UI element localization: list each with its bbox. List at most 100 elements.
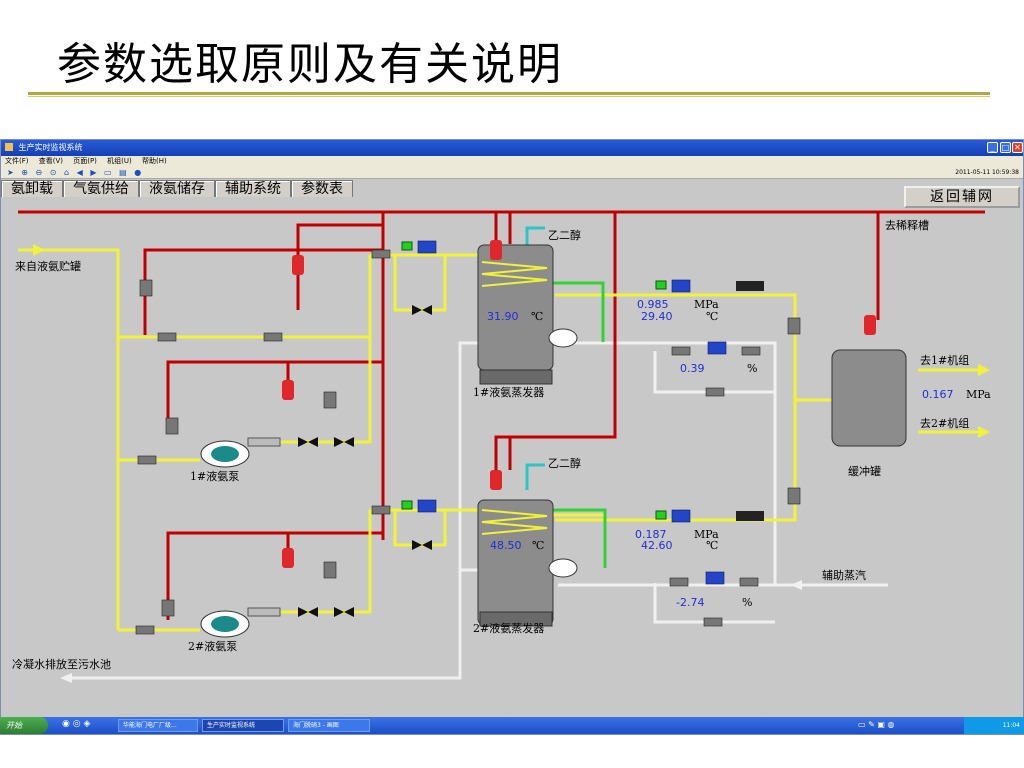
control-valve-6[interactable] bbox=[705, 571, 725, 585]
tab-gas-ammonia-supply[interactable]: 气氨供给 bbox=[63, 180, 139, 197]
home-icon[interactable]: ⌂ bbox=[64, 168, 70, 177]
menu-unit[interactable]: 机组(U) bbox=[107, 157, 132, 165]
print-icon[interactable]: ▤ bbox=[119, 168, 127, 177]
tab-parameter-table[interactable]: 参数表 bbox=[291, 180, 353, 197]
safety-valve-4[interactable] bbox=[490, 240, 502, 260]
quick-launch-browser-icon[interactable]: ◎ bbox=[72, 719, 81, 729]
system-clock: 11:04 bbox=[964, 717, 1024, 734]
start-button[interactable]: 开始 bbox=[0, 717, 48, 734]
title-divider bbox=[28, 92, 990, 95]
check-valve-3[interactable] bbox=[298, 437, 318, 447]
check-valve-4[interactable] bbox=[334, 437, 354, 447]
tab-strip: 氨卸载 气氨供给 液氨储存 辅助系统 参数表 bbox=[1, 180, 353, 198]
manual-valve-18[interactable] bbox=[739, 577, 759, 587]
control-valves bbox=[417, 240, 727, 585]
evaporator-1-body bbox=[477, 244, 554, 371]
safety-valve-5[interactable] bbox=[490, 470, 502, 490]
menu-bar: 文件(F) 查看(V) 页面(P) 机组(U) 帮助(H) bbox=[1, 156, 1023, 167]
evaporator-2-base bbox=[479, 611, 553, 627]
evaporator-1[interactable] bbox=[477, 244, 578, 385]
quick-launch-app-icon[interactable]: ◉ bbox=[62, 719, 70, 729]
pump-2-rotor bbox=[211, 616, 239, 632]
manual-valve-16[interactable] bbox=[705, 387, 725, 397]
manual-valve-3[interactable] bbox=[263, 332, 283, 342]
evaporator-2[interactable] bbox=[477, 499, 578, 627]
pump-2-motor bbox=[247, 607, 281, 617]
safety-valves bbox=[282, 240, 876, 568]
forward-icon[interactable]: ▶ bbox=[90, 168, 97, 177]
taskbar-item-paint[interactable]: 海门脱硝3 - 画图 bbox=[288, 719, 370, 732]
taskbar: 开始 ◉ ◎ ◈ 华能海门电厂厂级... 生产实时监视系统 海门脱硝3 - 画图… bbox=[0, 717, 1024, 734]
buffer-tank[interactable] bbox=[831, 349, 907, 447]
quick-launch: ◉ ◎ ◈ bbox=[62, 719, 90, 729]
menu-help[interactable]: 帮助(H) bbox=[141, 157, 167, 165]
menu-view[interactable]: 查看(V) bbox=[38, 157, 63, 165]
evaporator-1-base bbox=[479, 369, 553, 385]
check-valve-6[interactable] bbox=[334, 607, 354, 617]
control-valve-4[interactable] bbox=[671, 509, 691, 523]
timestamp: 2011-05-11 10:59:38 bbox=[955, 169, 1019, 176]
safety-valve-1[interactable] bbox=[292, 255, 304, 275]
check-valve-5[interactable] bbox=[298, 607, 318, 617]
minimize-button[interactable]: _ bbox=[987, 142, 998, 153]
toolbar: ➤ ⊕ ⊖ ⊙ ⌂ ◀ ▶ ▭ ▤ ● 2011-05-11 10:59:38 bbox=[1, 167, 1023, 179]
manual-valve-14[interactable] bbox=[671, 346, 691, 356]
manual-valve-9[interactable] bbox=[161, 599, 175, 617]
manual-valve-1[interactable] bbox=[139, 279, 153, 297]
safety-valve-3[interactable] bbox=[282, 548, 294, 568]
manual-valve-6[interactable] bbox=[137, 455, 157, 465]
manual-valve-11[interactable] bbox=[323, 561, 337, 579]
maximize-button[interactable]: □ bbox=[1000, 142, 1011, 153]
zoom-fit-icon[interactable]: ⊙ bbox=[49, 168, 57, 177]
manual-valve-5[interactable] bbox=[165, 417, 179, 435]
info-icon[interactable]: ● bbox=[134, 168, 142, 177]
manual-valve-12[interactable] bbox=[787, 317, 801, 335]
safety-valve-2[interactable] bbox=[282, 380, 294, 400]
control-valve-3[interactable] bbox=[671, 279, 691, 293]
check-valve-2[interactable] bbox=[412, 540, 432, 550]
pointer-tool-icon[interactable]: ➤ bbox=[7, 168, 14, 177]
control-valve-5[interactable] bbox=[707, 341, 727, 355]
manual-valve-7[interactable] bbox=[323, 391, 337, 409]
app-icon bbox=[5, 143, 13, 151]
tab-liquid-ammonia-storage[interactable]: 液氨储存 bbox=[139, 180, 215, 197]
menu-file[interactable]: 文件(F) bbox=[5, 157, 29, 165]
zoom-in-icon[interactable]: ⊕ bbox=[21, 168, 28, 177]
tab-auxiliary-system[interactable]: 辅助系统 bbox=[215, 180, 291, 197]
tab-ammonia-unloading[interactable]: 氨卸载 bbox=[1, 180, 63, 197]
evaporator-2-coil bbox=[481, 509, 548, 535]
tray-icons[interactable]: ▭ ✎ ▣ ◍ bbox=[858, 720, 895, 729]
title-divider-thin bbox=[28, 96, 990, 97]
check-valves bbox=[298, 305, 432, 617]
taskbar-item-monitor[interactable]: 生产实时监视系统 bbox=[202, 719, 284, 732]
control-valve-2[interactable] bbox=[417, 499, 437, 513]
zoom-out-icon[interactable]: ⊖ bbox=[35, 168, 43, 177]
menu-page[interactable]: 页面(P) bbox=[73, 157, 97, 165]
manual-valve-19[interactable] bbox=[703, 617, 723, 627]
return-aux-network-button[interactable]: 返回辅网 bbox=[904, 186, 1020, 208]
pump-1[interactable] bbox=[200, 437, 281, 468]
control-valve-1[interactable] bbox=[417, 240, 437, 254]
pump-1-rotor bbox=[211, 446, 239, 462]
manual-valve-2[interactable] bbox=[157, 332, 177, 342]
manual-valve-10[interactable] bbox=[135, 625, 155, 635]
manual-valve-13[interactable] bbox=[787, 487, 801, 505]
quick-launch-desktop-icon[interactable]: ◈ bbox=[83, 719, 91, 729]
check-valve-1[interactable] bbox=[412, 305, 432, 315]
manual-valve-17[interactable] bbox=[669, 577, 689, 587]
taskbar-item-plant[interactable]: 华能海门电厂厂级... bbox=[118, 719, 198, 732]
pump-1-motor bbox=[247, 437, 281, 447]
pump-2[interactable] bbox=[200, 607, 281, 638]
close-button[interactable]: ✕ bbox=[1012, 142, 1023, 153]
safety-valve-6[interactable] bbox=[864, 315, 876, 335]
evaporator-2-heater-icon bbox=[548, 558, 578, 578]
back-icon[interactable]: ◀ bbox=[76, 168, 83, 177]
manual-valve-15[interactable] bbox=[741, 346, 761, 356]
window-titlebar[interactable]: 生产实时监视系统 _ □ ✕ bbox=[1, 140, 1023, 156]
manual-valve-4[interactable] bbox=[371, 249, 391, 259]
open-icon[interactable]: ▭ bbox=[104, 168, 112, 177]
actuator-2[interactable] bbox=[736, 511, 764, 521]
manual-valves bbox=[135, 249, 801, 635]
manual-valve-8[interactable] bbox=[371, 505, 391, 515]
actuator-1[interactable] bbox=[736, 281, 764, 291]
